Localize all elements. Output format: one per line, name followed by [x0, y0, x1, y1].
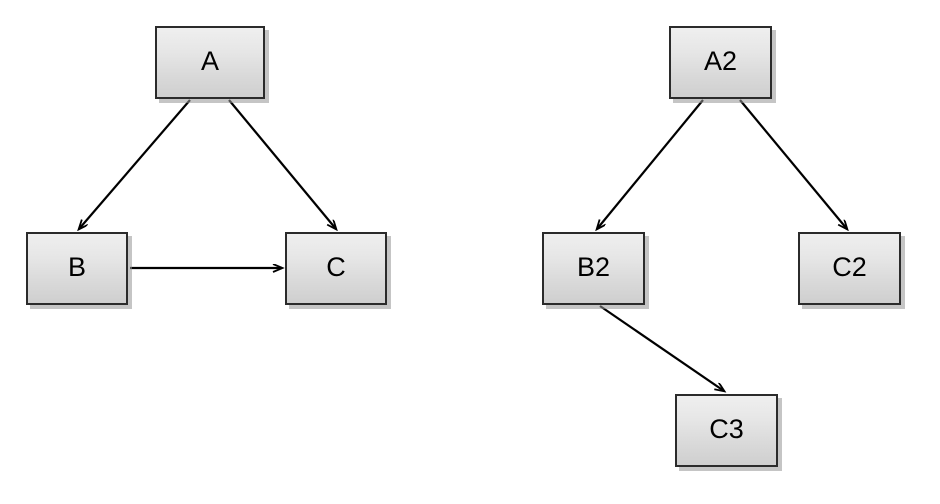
node-c[interactable]: C	[285, 232, 387, 305]
node-label-a2: A2	[703, 46, 738, 76]
node-label-c: C	[326, 252, 346, 282]
edge-a2-to-c2	[739, 99, 847, 229]
node-a2[interactable]: A2	[669, 26, 772, 99]
edge-a-to-b	[79, 99, 191, 229]
edge-b2-to-c3	[599, 305, 724, 391]
node-label-b2: B2	[576, 252, 611, 282]
edge-a-to-c	[228, 99, 336, 229]
node-c3[interactable]: C3	[675, 394, 778, 467]
node-b2[interactable]: B2	[542, 232, 645, 305]
node-label-a: A	[200, 46, 219, 76]
node-label-c3: C3	[709, 414, 744, 444]
node-a[interactable]: A	[155, 26, 265, 99]
node-b[interactable]: B	[26, 232, 128, 305]
node-label-b: B	[67, 252, 86, 282]
node-label-c2: C2	[832, 252, 867, 282]
edge-a2-to-b2	[597, 99, 704, 229]
edges-group	[79, 99, 847, 391]
node-c2[interactable]: C2	[798, 232, 901, 305]
